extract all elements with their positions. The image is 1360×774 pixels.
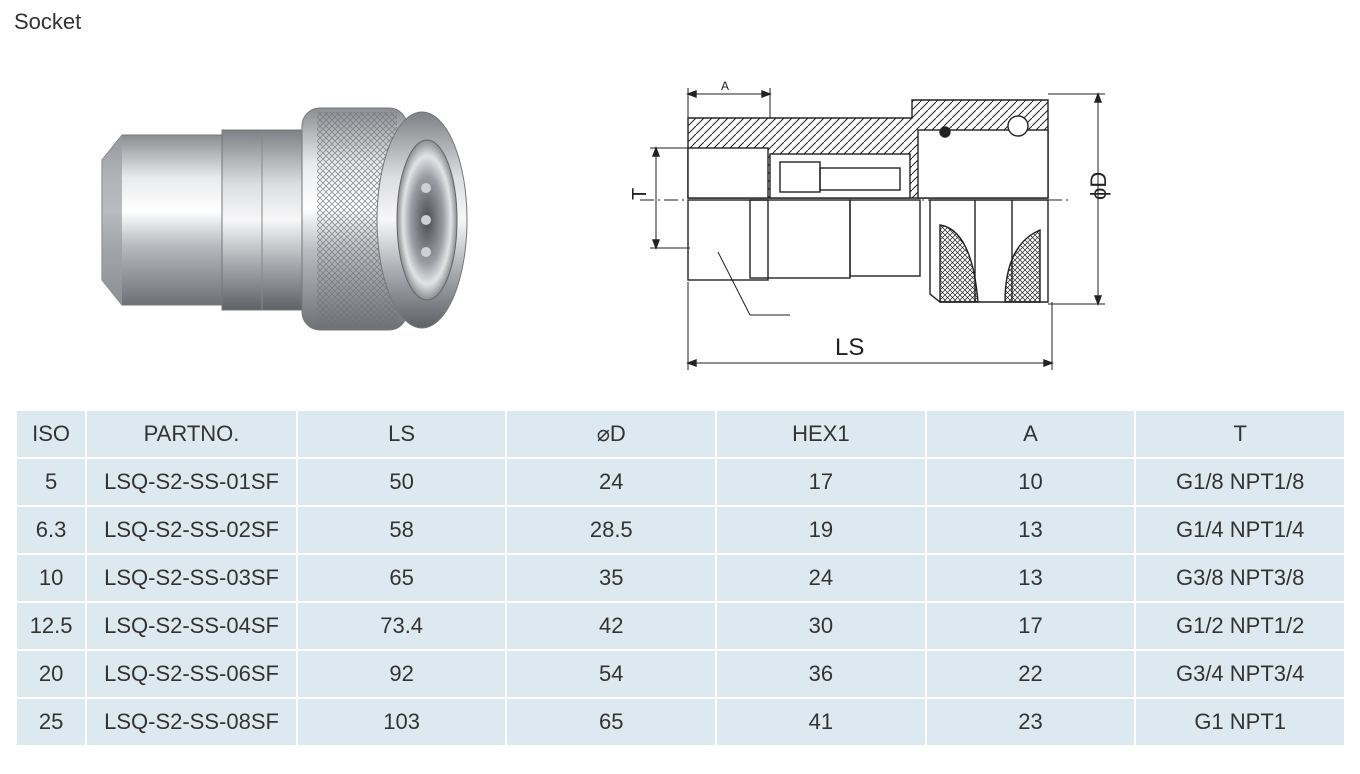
cell-iso: 6.3 [17,507,86,553]
dim-label-t: T [629,188,651,200]
cell-hex1: 41 [717,699,925,745]
spec-table: ISO PARTNO. LS ⌀D HEX1 A T 5 LSQ-S2-SS-0… [15,409,1346,747]
cell-iso: 12.5 [17,603,86,649]
table-header-row: ISO PARTNO. LS ⌀D HEX1 A T [17,411,1344,457]
header-t: T [1136,411,1344,457]
cell-partno: LSQ-S2-SS-06SF [87,651,296,697]
table-row: 10 LSQ-S2-SS-03SF 65 35 24 13 G3/8 NPT3/… [17,555,1344,601]
cell-ls: 58 [297,507,506,553]
header-ls: LS [297,411,506,457]
header-d: ⌀D [507,411,716,457]
cell-t: G3/4 NPT3/4 [1136,651,1344,697]
header-partno: PARTNO. [87,411,296,457]
cell-ls: 73.4 [297,603,506,649]
cell-ls: 65 [297,555,506,601]
header-a: A [926,411,1135,457]
cell-t: G1 NPT1 [1136,699,1344,745]
cell-partno: LSQ-S2-SS-04SF [87,603,296,649]
cell-a: 23 [926,699,1135,745]
cell-ls: 50 [297,459,506,505]
cell-hex1: 24 [717,555,925,601]
table-row: 6.3 LSQ-S2-SS-02SF 58 28.5 19 13 G1/4 NP… [17,507,1344,553]
cell-d: 35 [507,555,716,601]
dim-label-ls: LS [835,334,864,361]
cell-iso: 10 [17,555,86,601]
cell-a: 17 [926,603,1135,649]
table-row: 20 LSQ-S2-SS-06SF 92 54 36 22 G3/4 NPT3/… [17,651,1344,697]
cell-partno: LSQ-S2-SS-01SF [87,459,296,505]
cell-t: G1/8 NPT1/8 [1136,459,1344,505]
dimension-drawing: A T ϕD LS [629,79,1111,370]
header-hex1: HEX1 [717,411,925,457]
cell-iso: 20 [17,651,86,697]
header-iso: ISO [17,411,86,457]
cell-a: 13 [926,507,1135,553]
table-row: 5 LSQ-S2-SS-01SF 50 24 17 10 G1/8 NPT1/8 [17,459,1344,505]
cell-iso: 25 [17,699,86,745]
cell-partno: LSQ-S2-SS-02SF [87,507,296,553]
cell-ls: 103 [297,699,506,745]
cell-d: 65 [507,699,716,745]
table-row: 12.5 LSQ-S2-SS-04SF 73.4 42 30 17 G1/2 N… [17,603,1344,649]
table-row: 25 LSQ-S2-SS-08SF 103 65 41 23 G1 NPT1 [17,699,1344,745]
cell-a: 22 [926,651,1135,697]
cell-d: 24 [507,459,716,505]
cell-hex1: 19 [717,507,925,553]
cell-d: 28.5 [507,507,716,553]
cell-a: 10 [926,459,1135,505]
cell-a: 13 [926,555,1135,601]
cell-iso: 5 [17,459,86,505]
cell-ls: 92 [297,651,506,697]
cell-t: G1/4 NPT1/4 [1136,507,1344,553]
dim-label-a: A [721,79,729,93]
cell-partno: LSQ-S2-SS-03SF [87,555,296,601]
dim-label-d: ϕD [1086,172,1111,200]
cell-partno: LSQ-S2-SS-08SF [87,699,296,745]
product-photo [101,107,468,331]
cell-d: 54 [507,651,716,697]
cell-hex1: 36 [717,651,925,697]
cell-t: G1/2 NPT1/2 [1136,603,1344,649]
cell-hex1: 17 [717,459,925,505]
cell-hex1: 30 [717,603,925,649]
page-title: Socket [14,9,82,34]
cell-d: 42 [507,603,716,649]
cell-t: G3/8 NPT3/8 [1136,555,1344,601]
